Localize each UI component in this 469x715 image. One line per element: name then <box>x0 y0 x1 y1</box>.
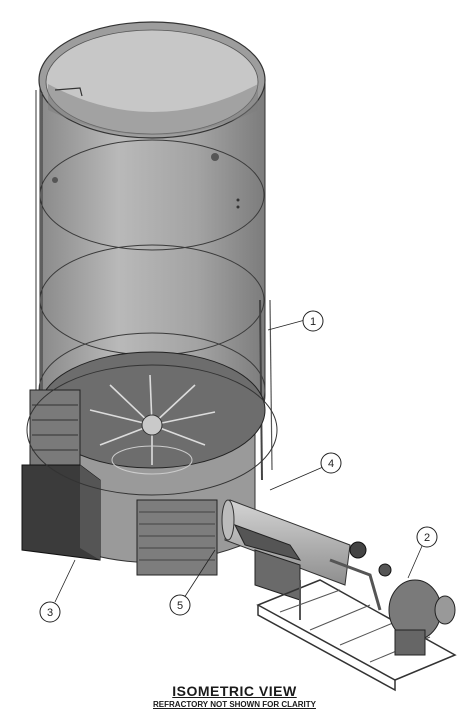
nozzle <box>211 153 219 161</box>
louver-panel-front <box>136 499 218 576</box>
svg-text:3: 3 <box>47 607 53 619</box>
drawing-subtitle: REFRACTORY NOT SHOWN FOR CLARITY <box>153 700 316 709</box>
ladder <box>35 90 43 405</box>
stack-shell <box>35 21 273 481</box>
drawing-title: ISOMETRIC VIEW <box>172 683 297 699</box>
blower-skid <box>221 499 457 692</box>
burner-base <box>21 351 278 576</box>
callout-lines <box>54 319 423 603</box>
blower-fan <box>388 579 456 656</box>
svg-text:4: 4 <box>328 458 334 470</box>
svg-text:1: 1 <box>310 316 316 328</box>
callout-3: 3 <box>39 601 61 623</box>
platform-rail <box>26 364 278 496</box>
callout-1: 1 <box>302 310 324 332</box>
riser-pipe <box>259 299 263 481</box>
callout-2: 2 <box>416 526 438 548</box>
svg-text:2: 2 <box>424 532 430 544</box>
callout-5: 5 <box>169 594 191 616</box>
callout-4: 4 <box>320 452 342 474</box>
svg-text:5: 5 <box>177 600 183 612</box>
